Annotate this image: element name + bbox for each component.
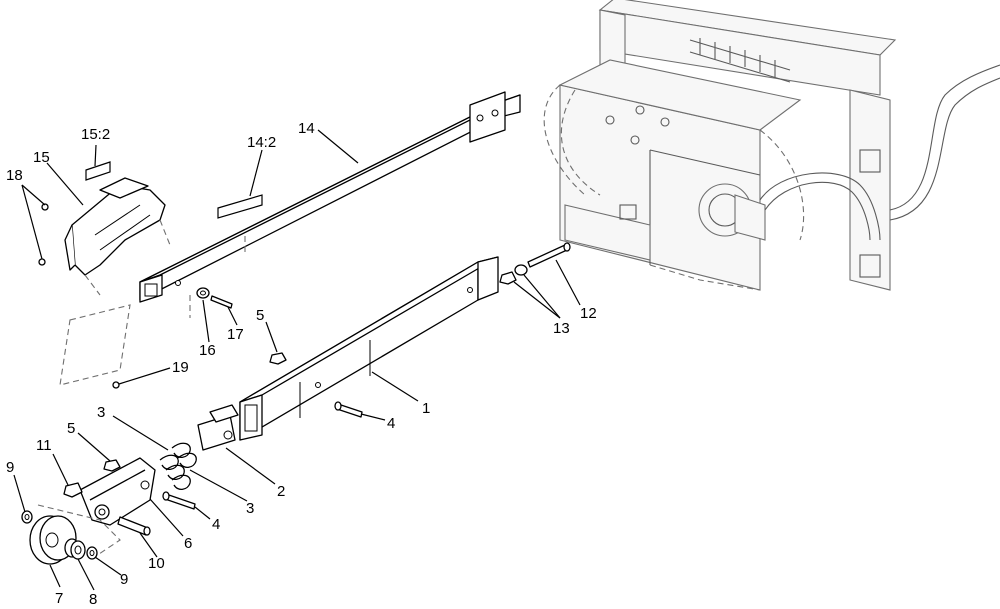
part-13-nuts	[499, 264, 528, 285]
callout-15: 15	[33, 149, 50, 166]
callout-12: 12	[580, 305, 597, 322]
callout-2: 2	[277, 483, 285, 500]
part-2-bracket	[197, 404, 239, 451]
callout-14-2: 14:2	[247, 134, 276, 151]
callout-7: 7	[55, 590, 63, 607]
callout-13: 13	[553, 320, 570, 337]
part-9-washer-outer	[21, 510, 33, 524]
part-15-bracket	[59, 177, 171, 386]
part-12-bolt	[527, 242, 571, 268]
callout-4-lower: 4	[212, 516, 220, 533]
part-7-wheel	[29, 504, 121, 565]
part-11-nut	[63, 482, 83, 498]
part-19-screw	[112, 381, 120, 389]
callout-3-lower: 3	[246, 500, 254, 517]
part-8-bearing	[64, 538, 86, 560]
callout-8: 8	[89, 591, 97, 608]
callout-18: 18	[6, 167, 23, 184]
ghost-frame-assembly	[543, 0, 1000, 291]
part-1-tube	[239, 256, 499, 441]
callout-5-lower: 5	[67, 420, 75, 437]
part-4-bolt-lower	[162, 491, 196, 510]
part-18-nut-b	[38, 258, 46, 266]
part-9-washer-inner	[86, 546, 98, 560]
part-5-nut-lower	[103, 459, 121, 472]
callout-4-upper: 4	[387, 415, 395, 432]
part-3-spring	[159, 442, 197, 490]
leader-lines	[13, 129, 581, 591]
callout-16: 16	[199, 342, 216, 359]
callout-14: 14	[298, 120, 315, 137]
part-6-arm	[79, 457, 156, 526]
callout-9-outer: 9	[6, 459, 14, 476]
callout-3-upper: 3	[97, 404, 105, 421]
callout-19: 19	[172, 359, 189, 376]
callout-1: 1	[422, 400, 430, 417]
callout-10: 10	[148, 555, 165, 572]
part-16-washer	[196, 287, 210, 299]
part-14-2-decal	[217, 194, 263, 219]
part-17-pin	[210, 295, 233, 309]
callout-5-upper: 5	[256, 307, 264, 324]
part-14-channel	[139, 91, 521, 318]
callout-9-inner: 9	[120, 571, 128, 588]
part-5-nut-upper	[269, 352, 287, 365]
callout-17: 17	[227, 326, 244, 343]
part-4-bolt-upper	[334, 401, 363, 418]
callout-15-2: 15:2	[81, 126, 110, 143]
part-10-pin	[117, 516, 151, 536]
part-15-2-decal	[85, 161, 111, 181]
part-18-nut-a	[41, 203, 49, 211]
callout-6: 6	[184, 535, 192, 552]
callout-11: 11	[36, 437, 52, 454]
